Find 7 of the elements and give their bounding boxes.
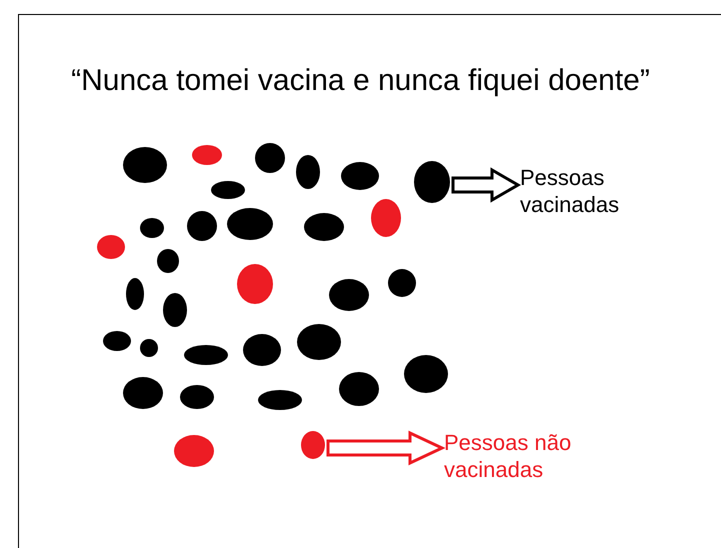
dot-shape — [301, 431, 325, 459]
dot-shape — [414, 161, 450, 203]
group-label: Pessoas vacinadas — [520, 164, 640, 218]
title: “Nunca tomei vacina e nunca fiquei doente” — [70, 63, 651, 99]
group-label: Pessoas não vacinadas — [444, 429, 634, 483]
block-arrow — [452, 167, 521, 203]
block-arrow — [326, 430, 446, 466]
